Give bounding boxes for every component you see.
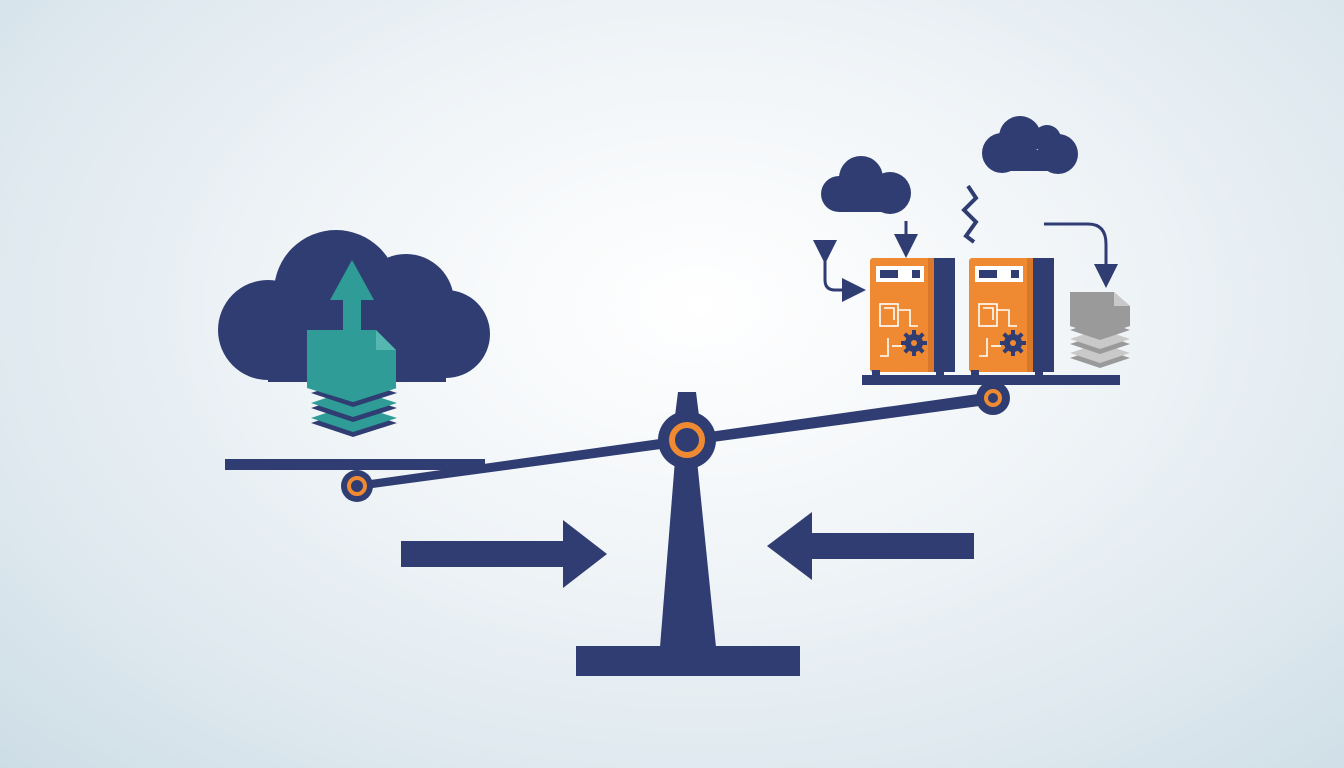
right-pivot-joint [976, 381, 1010, 415]
database-stack-icon [307, 330, 397, 437]
right-pointing-arrow-icon [401, 520, 607, 588]
small-cloud-icon-left [821, 156, 911, 214]
center-pivot-joint [658, 411, 716, 469]
left-pivot-ring [347, 476, 367, 496]
circuit-lines [879, 303, 918, 357]
loop-arrow-icon [813, 240, 866, 302]
curved-down-arrow-icon [1044, 222, 1118, 288]
document-page-icon [307, 330, 396, 402]
zigzag-lightning-icon [961, 184, 979, 244]
left-pan-platform [225, 459, 485, 470]
scale-base [576, 646, 800, 676]
scale-beam [225, 375, 1120, 502]
small-cloud-icon-right [982, 116, 1078, 174]
scale-top-cap [675, 392, 699, 416]
right-pivot-ring [984, 389, 1002, 407]
scale-pillar [660, 460, 716, 647]
left-pointing-arrow-icon [767, 512, 974, 580]
gear-icon [901, 330, 927, 356]
center-pivot-ring [669, 422, 705, 458]
left-pivot-joint [341, 470, 373, 502]
circuit-lines [978, 303, 1017, 357]
gray-document-stack-icon [1070, 292, 1130, 368]
server-gear-icon-2 [969, 258, 1054, 376]
scale-stand [576, 392, 800, 676]
right-pan-platform [862, 375, 1120, 385]
server-gear-icon-1 [870, 258, 955, 376]
gear-icon [1000, 330, 1026, 356]
